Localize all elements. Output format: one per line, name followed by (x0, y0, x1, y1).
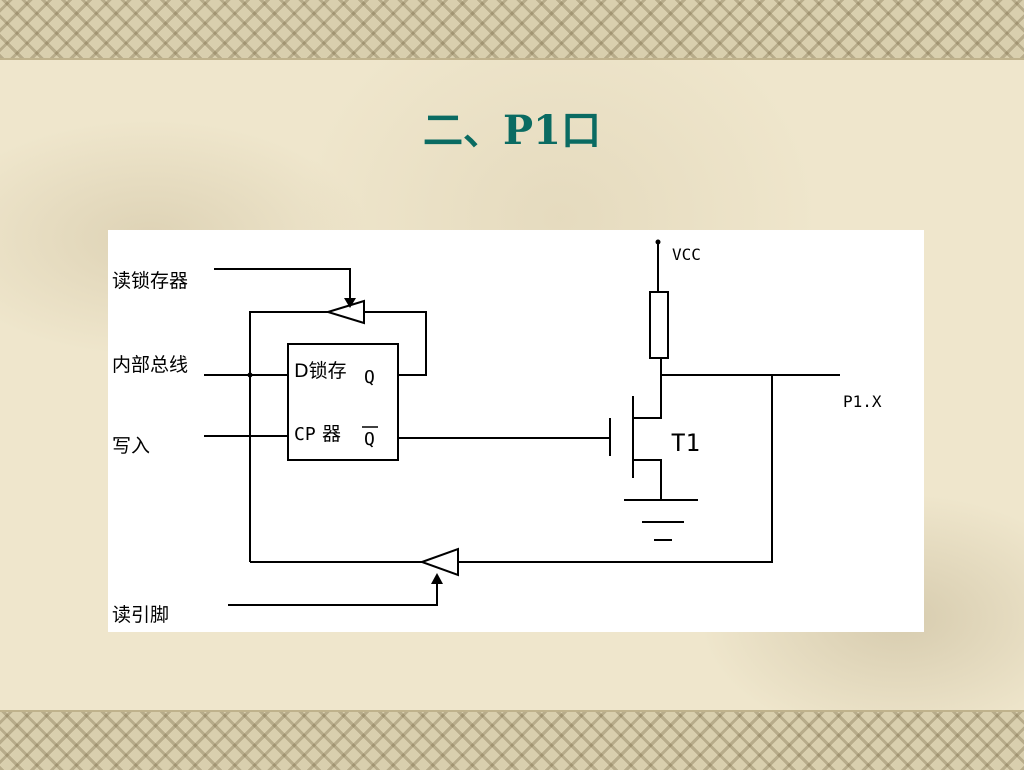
q-feedback-line (364, 311, 427, 376)
label-write: 写入 (112, 435, 150, 457)
bottom-decorative-band (0, 710, 1024, 770)
latch-cp: CP (294, 424, 316, 445)
latch-label-top: D锁存 (294, 360, 347, 382)
latch-readback-line (249, 311, 328, 562)
label-internal-bus: 内部总线 (112, 354, 188, 376)
latch-q: Q (364, 367, 375, 388)
label-t1: T1 (671, 429, 700, 457)
circuit-svg: 读锁存器 内部总线 写入 读引脚 D锁存 Q CP 器 Q VCC T1 P1.… (112, 239, 882, 626)
d-latch-box (287, 343, 399, 461)
label-vcc: VCC (672, 245, 701, 264)
source-line (633, 459, 662, 500)
circuit-diagram: 读锁存器 内部总线 写入 读引脚 D锁存 Q CP 器 Q VCC T1 P1.… (108, 230, 924, 632)
top-decorative-band (0, 0, 1024, 60)
label-read-latch: 读锁存器 (112, 270, 188, 292)
label-read-pin: 读引脚 (112, 604, 169, 626)
read-pin-line (228, 580, 438, 606)
pullup-resistor (649, 291, 669, 359)
latch-label-bottom: 器 (322, 423, 341, 445)
read-pin-buffer (419, 547, 459, 577)
label-p1x: P1.X (843, 392, 882, 411)
bus-junction (247, 372, 253, 378)
vcc-terminal (655, 239, 661, 245)
read-latch-buffer (324, 299, 365, 325)
drain-line (633, 375, 662, 419)
read-pin-arrow (431, 573, 443, 584)
slide-title: 二、P1口 (423, 107, 601, 154)
pin-readback-line (458, 375, 773, 563)
latch-q-bar: Q (364, 429, 375, 450)
read-latch-arrow (344, 298, 356, 308)
read-latch-line (214, 268, 351, 304)
